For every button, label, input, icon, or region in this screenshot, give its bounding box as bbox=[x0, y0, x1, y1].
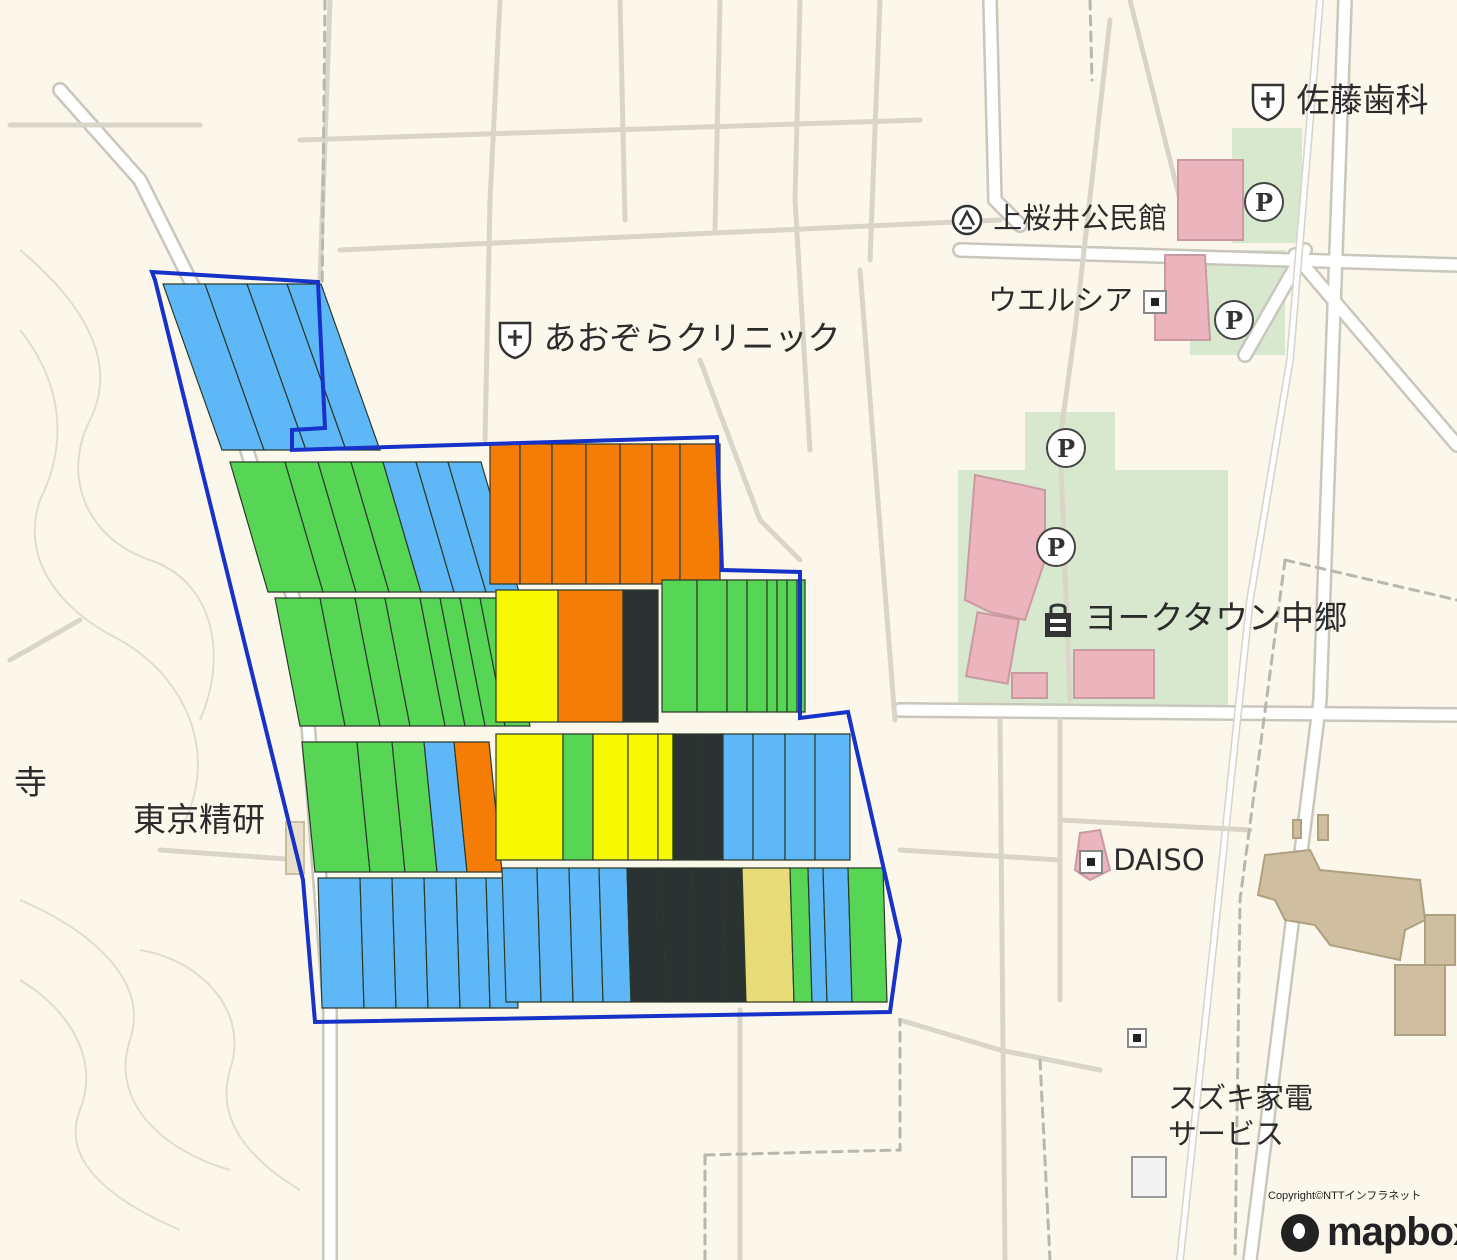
poi-mall[interactable]: ヨークタウン中郷 bbox=[1042, 598, 1348, 639]
field-parcel[interactable] bbox=[661, 867, 697, 1003]
poi-clinic-label: あおぞらクリニック bbox=[543, 318, 841, 358]
poi-daiso[interactable]: DAISO bbox=[1078, 843, 1205, 877]
field-parcel[interactable] bbox=[691, 867, 727, 1003]
field-parcels bbox=[162, 283, 888, 1009]
field-parcel[interactable] bbox=[847, 867, 888, 1003]
field-parcel[interactable] bbox=[286, 283, 381, 451]
field-parcel[interactable] bbox=[592, 733, 629, 861]
poi-drugstore[interactable]: ウエルシア bbox=[988, 283, 1168, 317]
field-parcel[interactable] bbox=[696, 579, 728, 713]
parking-icon[interactable]: P bbox=[1244, 182, 1284, 222]
field-parcel[interactable] bbox=[536, 867, 574, 1003]
field-parcel[interactable] bbox=[495, 589, 559, 723]
terrain-contours bbox=[19, 249, 301, 1231]
field-parcel[interactable] bbox=[489, 443, 521, 585]
poi-dental[interactable]: 佐藤歯科 bbox=[1250, 82, 1429, 122]
field-parcel[interactable] bbox=[786, 579, 798, 713]
poi-suzuki-label-line2: サービス bbox=[1168, 1117, 1285, 1152]
field-parcel[interactable] bbox=[784, 733, 816, 861]
parking-icon[interactable]: P bbox=[1036, 527, 1076, 567]
map-copyright: Copyright©NTTインフラネット bbox=[1268, 1190, 1422, 1202]
field-parcel[interactable] bbox=[317, 877, 365, 1009]
poi-drugstore-label: ウエルシア bbox=[988, 283, 1134, 317]
poi-clinic[interactable]: あおぞらクリニック bbox=[497, 320, 841, 360]
field-parcel[interactable] bbox=[657, 733, 674, 861]
poi-daiso-label: DAISO bbox=[1113, 843, 1205, 877]
poi-temple-label: 寺 bbox=[14, 763, 47, 802]
mapbox-wordmark: mapbox bbox=[1327, 1210, 1457, 1254]
field-parcel[interactable] bbox=[391, 877, 429, 1009]
hospital-shield-icon bbox=[1250, 82, 1286, 122]
field-parcel[interactable] bbox=[752, 733, 786, 861]
mapbox-attribution[interactable]: mapbox bbox=[1281, 1210, 1457, 1255]
buildings bbox=[285, 159, 1456, 1198]
field-parcel[interactable] bbox=[562, 733, 594, 861]
parking-icon[interactable]: P bbox=[1046, 428, 1086, 468]
shop-icon bbox=[1142, 289, 1168, 315]
field-parcel[interactable] bbox=[423, 877, 461, 1009]
field-parcel[interactable] bbox=[627, 733, 659, 861]
shopping-bag-icon bbox=[1042, 601, 1074, 639]
parking-icon[interactable]: P bbox=[1214, 300, 1254, 340]
field-parcel[interactable] bbox=[557, 589, 624, 723]
field-parcel[interactable] bbox=[722, 733, 754, 861]
field-parcel[interactable] bbox=[622, 589, 659, 723]
field-boundary bbox=[149, 269, 903, 1025]
field-parcel[interactable] bbox=[501, 867, 542, 1003]
field-parcel[interactable] bbox=[598, 867, 632, 1003]
poi-tokyo-seiken-label: 東京精研 bbox=[133, 800, 265, 839]
field-parcel[interactable] bbox=[626, 867, 667, 1003]
field-parcel[interactable] bbox=[359, 877, 397, 1009]
field-parcel[interactable] bbox=[455, 877, 491, 1009]
poi-public-hall-label: 上桜井公民館 bbox=[993, 201, 1168, 235]
poi-small-shop[interactable] bbox=[1126, 1018, 1148, 1054]
poi-dental-label: 佐藤歯科 bbox=[1296, 80, 1429, 120]
field-parcel[interactable] bbox=[746, 579, 768, 713]
shop-icon bbox=[1126, 1027, 1148, 1049]
poi-mall-label: ヨークタウン中郷 bbox=[1084, 598, 1348, 637]
field-parcel[interactable] bbox=[814, 733, 851, 861]
field-parcel[interactable] bbox=[679, 443, 721, 585]
poi-public-hall[interactable]: 上桜井公民館 bbox=[950, 201, 1168, 237]
field-parcel[interactable] bbox=[766, 579, 778, 713]
field-parcel[interactable] bbox=[741, 867, 795, 1003]
field-parcel[interactable] bbox=[519, 443, 553, 585]
field-parcel[interactable] bbox=[495, 733, 564, 861]
field-parcel[interactable] bbox=[651, 443, 681, 585]
field-parcel[interactable] bbox=[568, 867, 604, 1003]
field-parcel[interactable] bbox=[726, 579, 748, 713]
poi-suzuki-label-line1: スズキ家電 bbox=[1168, 1081, 1314, 1115]
field-parcel[interactable] bbox=[822, 867, 853, 1003]
field-parcel[interactable] bbox=[776, 579, 788, 713]
field-parcel[interactable] bbox=[661, 579, 698, 713]
shop-icon bbox=[1078, 849, 1104, 875]
hospital-shield-icon bbox=[497, 320, 533, 360]
public-hall-icon bbox=[950, 203, 984, 237]
mapbox-logo-icon bbox=[1281, 1213, 1319, 1252]
field-parcel[interactable] bbox=[551, 443, 587, 585]
field-parcel[interactable] bbox=[585, 443, 621, 585]
field-parcel[interactable] bbox=[672, 733, 699, 861]
poi-suzuki[interactable]: スズキ家電 サービス bbox=[1168, 1080, 1313, 1153]
roads bbox=[7, 0, 1457, 1260]
field-parcel[interactable] bbox=[619, 443, 653, 585]
field-parcel[interactable] bbox=[697, 733, 724, 861]
